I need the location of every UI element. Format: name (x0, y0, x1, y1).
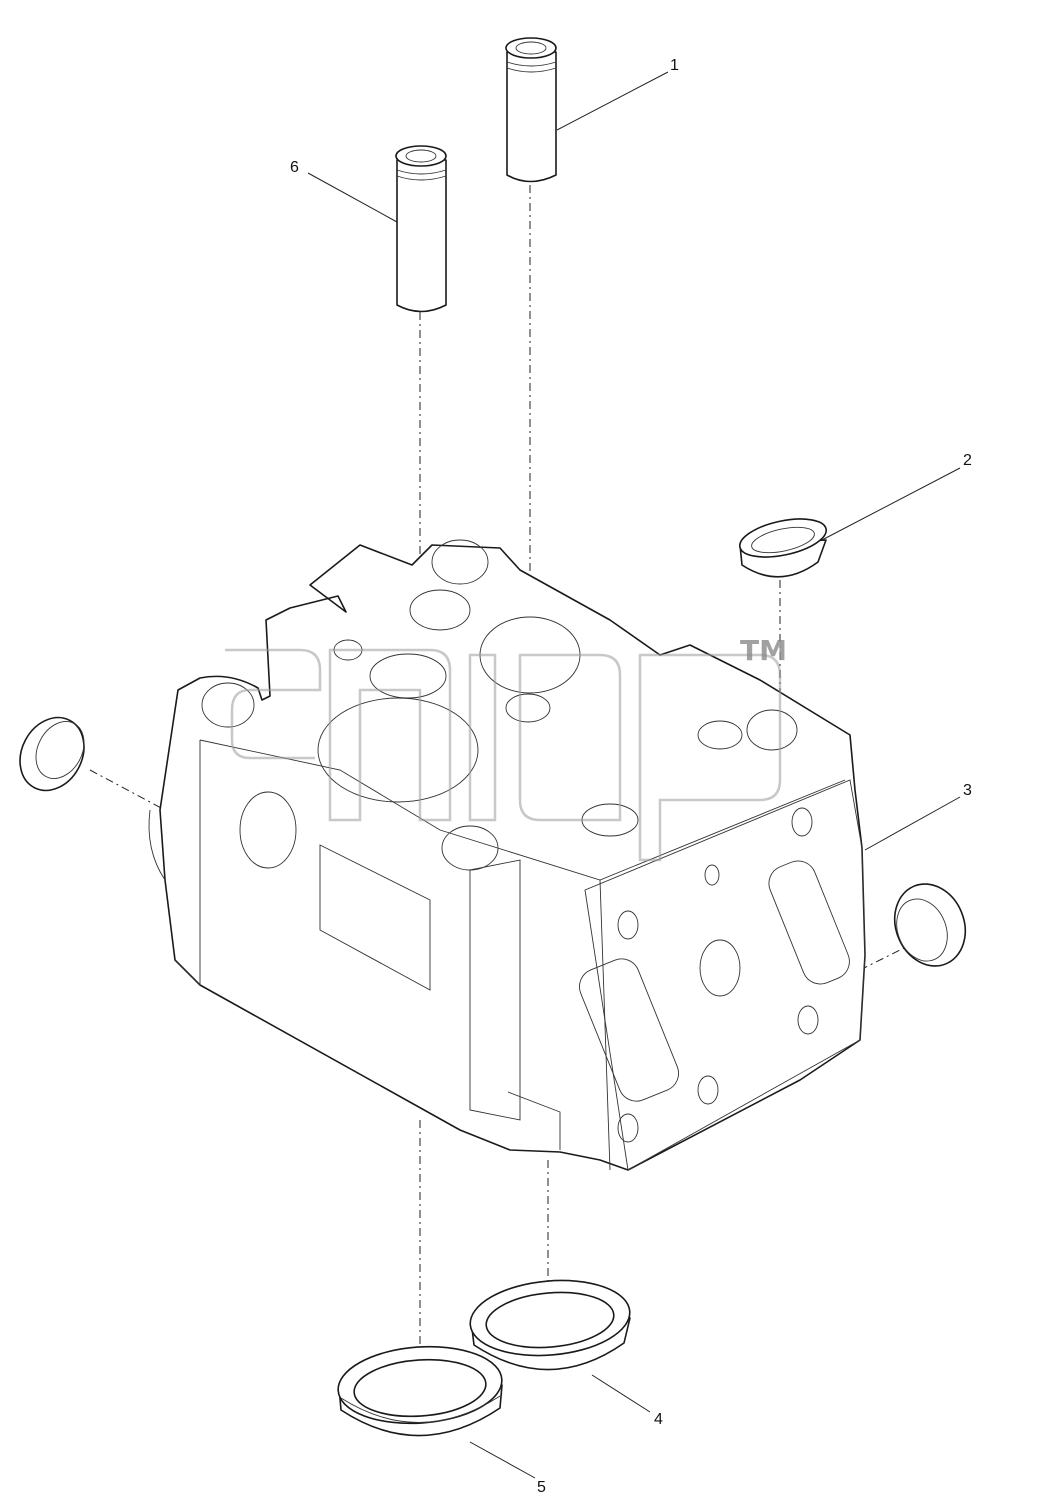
valve-seat-part-5 (337, 1345, 503, 1437)
valve-guide-part-1 (505, 37, 557, 183)
callout-label-4: 4 (654, 1411, 663, 1428)
callout-4: 4 (591, 1374, 663, 1428)
callout-5: 5 (469, 1441, 546, 1496)
callout-label-1: 1 (670, 57, 679, 74)
watermark-tm: TM (740, 634, 787, 667)
valve-seat-part-4 (469, 1279, 631, 1371)
plug-left (19, 716, 85, 792)
callout-label-5: 5 (537, 1479, 546, 1496)
seal-cap-part-2 (739, 518, 827, 578)
callout-6: 6 (290, 159, 398, 223)
plug-right (893, 883, 967, 967)
valve-guide-part-6 (395, 145, 447, 313)
callout-label-6: 6 (290, 159, 299, 176)
callout-2: 2 (821, 452, 972, 541)
callout-1: 1 (556, 57, 679, 131)
callout-label-2: 2 (963, 452, 972, 469)
cylinder-head-part-3 (148, 539, 866, 1171)
watermark-logo: TM (225, 634, 787, 862)
callout-label-3: 3 (963, 782, 972, 799)
callout-3: 3 (864, 782, 972, 851)
